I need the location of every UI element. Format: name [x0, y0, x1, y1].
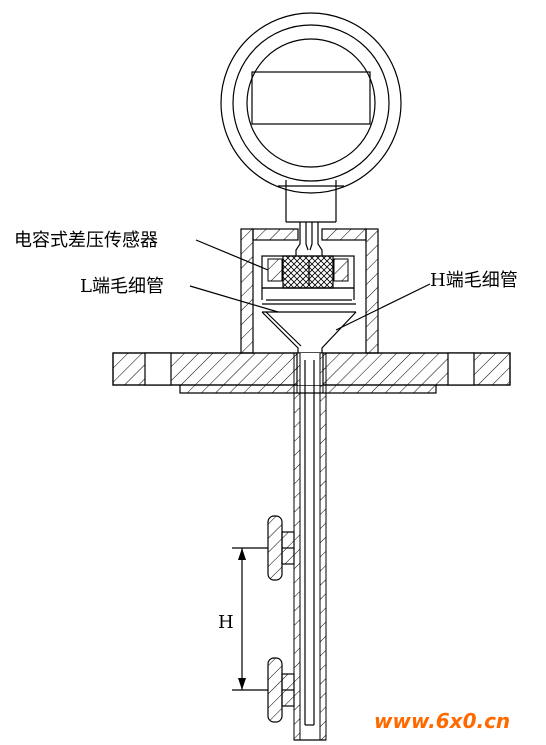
display-window	[251, 71, 371, 125]
l-capillary-label: L端毛细管	[80, 276, 164, 297]
transmitter-head	[220, 12, 402, 194]
h-capillary-label: H端毛细管	[430, 270, 518, 291]
dip-tube	[293, 352, 327, 741]
upper-side-port	[267, 515, 295, 581]
leader-lines	[189, 239, 431, 331]
watermark: www.6x0.cn	[374, 709, 510, 733]
lower-side-port	[267, 657, 295, 723]
mounting-flange	[112, 352, 511, 394]
height-dimension: H	[218, 547, 268, 691]
height-label: H	[218, 612, 234, 633]
neck	[278, 180, 344, 223]
sensor-label: 电容式差压传感器	[14, 230, 158, 251]
capacitive-sensor	[261, 255, 355, 289]
funnel	[261, 288, 357, 360]
